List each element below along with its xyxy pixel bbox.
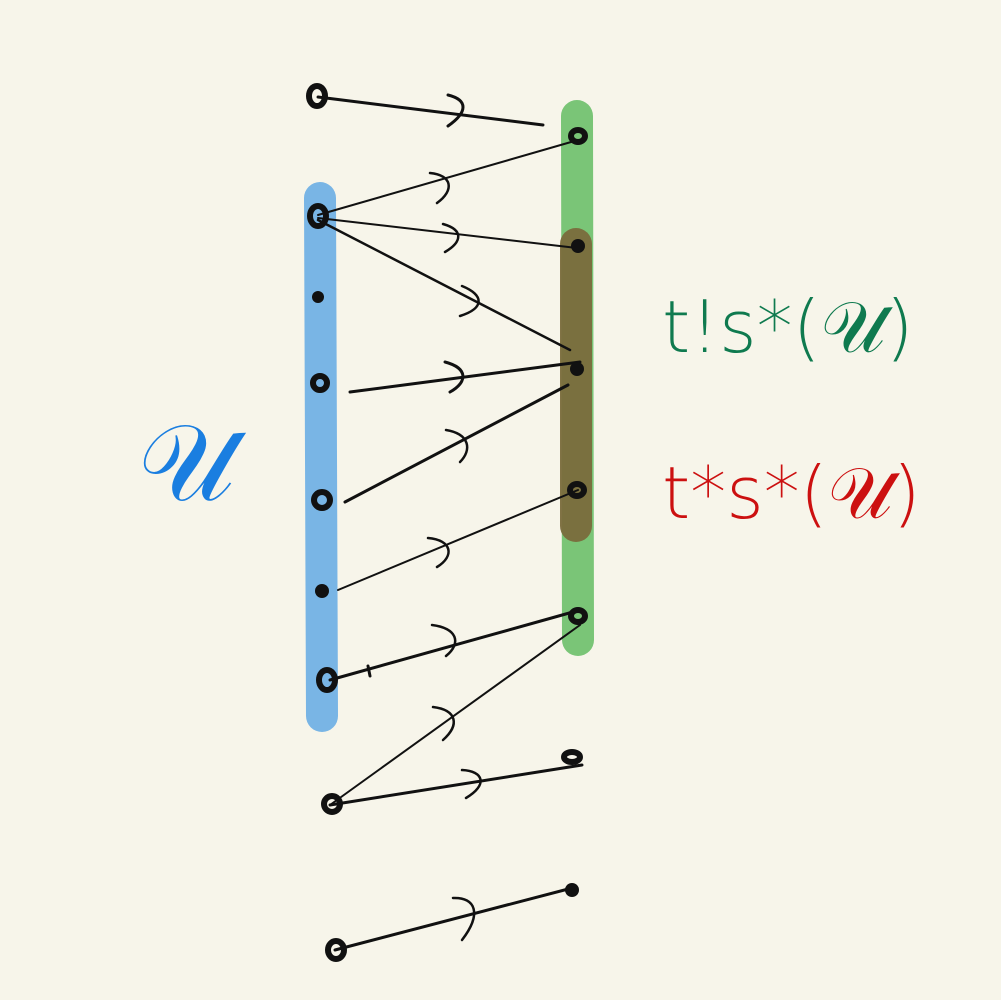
arrow-2 xyxy=(317,139,579,216)
point xyxy=(315,584,329,598)
point xyxy=(565,883,579,897)
point xyxy=(321,793,343,815)
point xyxy=(316,667,338,693)
point xyxy=(306,83,328,109)
small-points xyxy=(312,239,585,897)
arrow-5 xyxy=(348,360,582,394)
arrow-1 xyxy=(316,93,545,128)
bands xyxy=(304,100,594,732)
domain-band xyxy=(304,182,338,732)
arrow-6 xyxy=(343,383,570,504)
arrow-10 xyxy=(328,763,584,807)
point xyxy=(561,749,583,765)
star-label: t*s*(𝒰) xyxy=(662,451,921,535)
arrow-11 xyxy=(333,886,574,952)
point xyxy=(325,938,347,962)
point xyxy=(568,127,588,145)
point xyxy=(568,607,588,625)
arrow-9 xyxy=(329,624,581,806)
point xyxy=(312,291,324,303)
points xyxy=(306,83,588,962)
point xyxy=(307,203,329,229)
point xyxy=(310,373,330,393)
point xyxy=(570,362,584,376)
point xyxy=(311,489,333,511)
arrows xyxy=(316,93,584,952)
arrow-8 xyxy=(328,608,582,682)
arrow-4 xyxy=(316,218,572,352)
point xyxy=(567,481,587,499)
point xyxy=(571,239,585,253)
arrow-3 xyxy=(317,217,578,254)
domain-label: 𝒰 xyxy=(138,401,247,526)
arrow-7 xyxy=(337,489,579,591)
shriek-label: t!s*(𝒰) xyxy=(662,285,914,369)
